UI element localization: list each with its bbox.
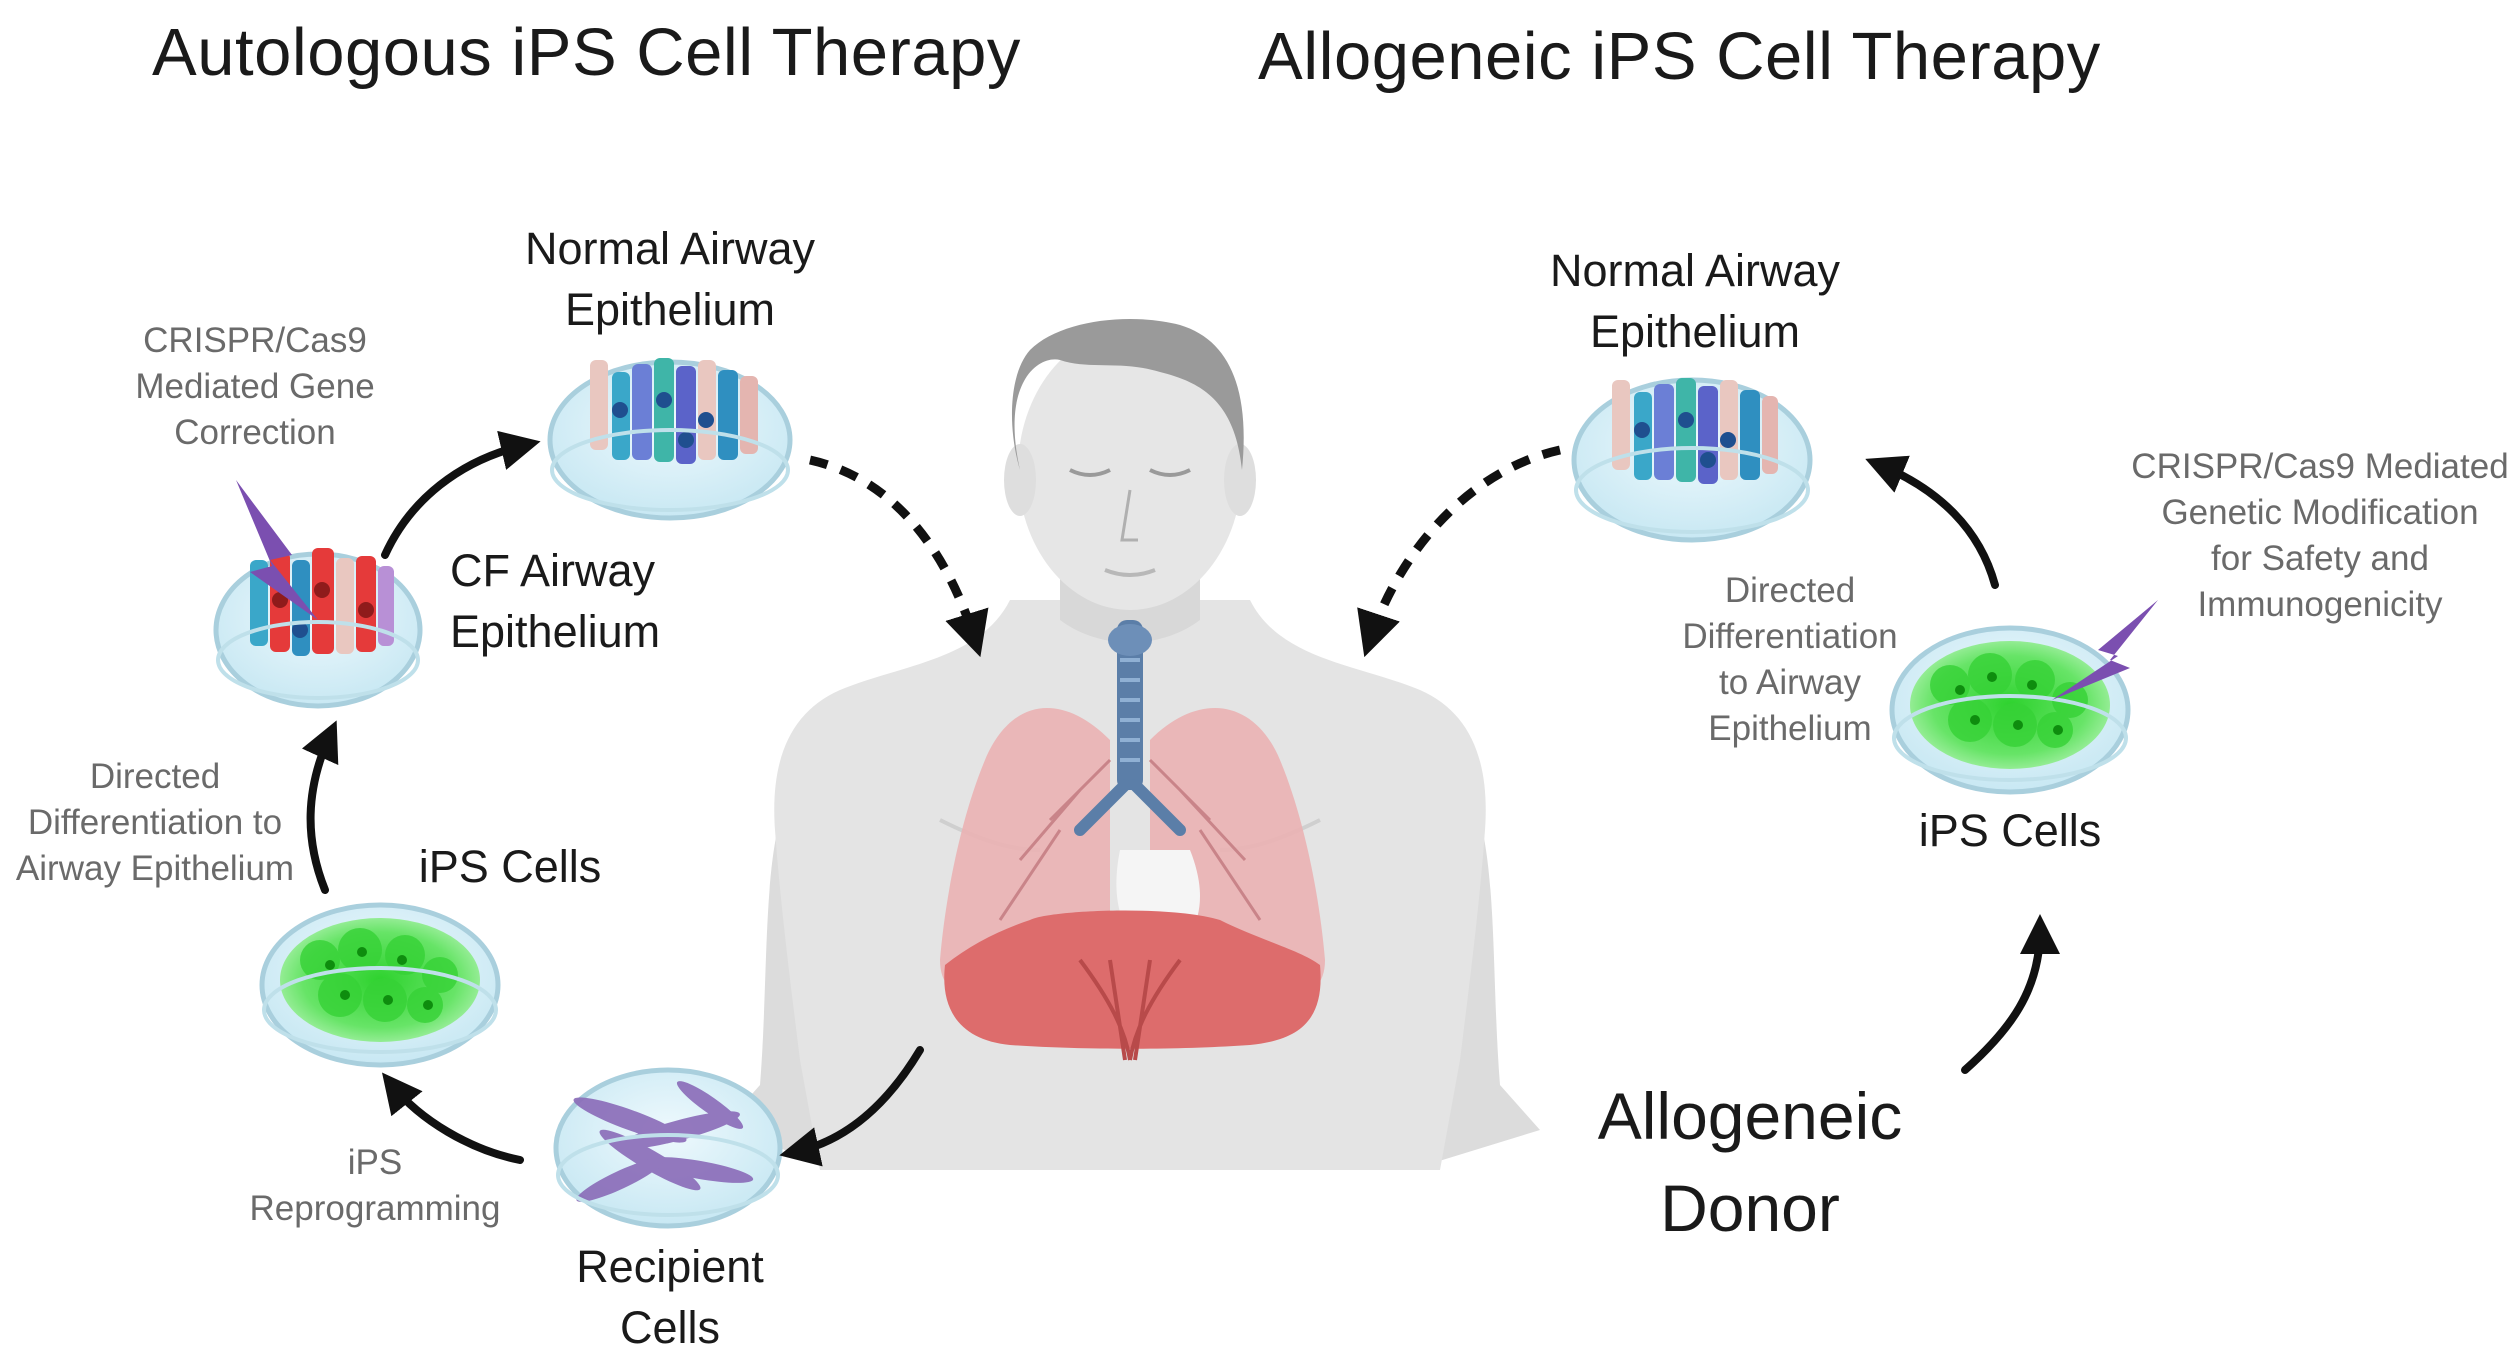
- lightning-icon: [2052, 600, 2158, 700]
- label-line: Allogeneic: [1597, 1079, 1903, 1153]
- arrow-ips-to-normal: [1865, 455, 1999, 589]
- note-line: Directed: [89, 757, 221, 796]
- note-line: CRISPR/Cas9: [143, 321, 367, 360]
- note-line: Directed: [1724, 571, 1856, 610]
- note-crispr-autologous: CRISPR/Cas9 Mediated Gene Correction: [110, 318, 400, 456]
- arrow-body-to-recipient: [779, 1046, 924, 1167]
- label-line: Cells: [619, 1302, 721, 1353]
- title-autologous: Autologous iPS Cell Therapy: [152, 15, 1021, 90]
- label-recipient-cells: Recipient Cells: [540, 1236, 800, 1358]
- label-line: Donor: [1660, 1171, 1840, 1245]
- note-line: Immunogenicity: [2197, 585, 2443, 624]
- dish-ips-cells-autologous: [259, 902, 501, 1068]
- label-line: Epithelium: [1589, 306, 1801, 357]
- note-directed-autologous: Directed Differentiation to Airway Epith…: [6, 754, 304, 892]
- arrow-ips-to-cf: [301, 720, 339, 894]
- note-line: Differentiation: [1682, 617, 1898, 656]
- arrow-cf-to-normal: [381, 430, 541, 559]
- note-line: Mediated Gene: [135, 367, 375, 406]
- trachea: [1074, 620, 1186, 836]
- label-line: Normal Airway: [1549, 245, 1841, 296]
- dish-normal-airway-allogeneic: [1571, 377, 1813, 543]
- arrow-normal-to-body-autologous: [809, 455, 989, 658]
- note-line: Epithelium: [1708, 709, 1872, 748]
- label-normal-airway-allogeneic: Normal Airway Epithelium: [1530, 240, 1860, 362]
- title-allogeneic: Allogeneic iPS Cell Therapy: [1258, 19, 2101, 94]
- label-cf-airway: CF Airway Epithelium: [450, 540, 700, 662]
- note-line: Genetic Modification: [2161, 493, 2479, 532]
- label-ips-cells-allogeneic: iPS Cells: [1918, 805, 2102, 856]
- diaphragm: [944, 910, 1321, 1061]
- label-ips-cells-autologous: iPS Cells: [418, 841, 602, 892]
- note-line: Reprogramming: [249, 1189, 501, 1228]
- note-line: CRISPR/Cas9 Mediated: [2131, 447, 2509, 486]
- note-directed-allogeneic: Directed Differentiation to Airway Epith…: [1665, 568, 1915, 752]
- airway-cells: [590, 358, 758, 464]
- label-allogeneic-donor: Allogeneic Donor: [1560, 1070, 1940, 1254]
- note-line: Differentiation to: [27, 803, 283, 842]
- note-crispr-allogeneic: CRISPR/Cas9 Mediated Genetic Modificatio…: [2130, 444, 2510, 628]
- lightning-icon: [236, 480, 318, 620]
- note-line: iPS: [347, 1143, 403, 1182]
- label-line: Epithelium: [564, 284, 776, 335]
- note-line: Airway Epithelium: [15, 849, 295, 888]
- arrow-normal-to-body-allogeneic: [1357, 445, 1561, 658]
- label-line: Recipient: [576, 1241, 764, 1292]
- label-line: CF Airway: [450, 545, 656, 596]
- note-line: for Safety and: [2211, 539, 2429, 578]
- label-line: Normal Airway: [524, 223, 816, 274]
- arrow-recipient-to-ips: [381, 1072, 524, 1164]
- label-line: Epithelium: [450, 606, 661, 657]
- note-line: to Airway: [1719, 663, 1861, 702]
- dish-cf-airway: [213, 548, 423, 709]
- arrow-donor-to-ips: [1961, 914, 2060, 1074]
- dish-normal-airway-autologous: [547, 358, 793, 521]
- label-normal-airway-autologous: Normal Airway Epithelium: [510, 218, 830, 340]
- note-line: Correction: [174, 413, 336, 452]
- dish-ips-cells-allogeneic: [1889, 625, 2131, 795]
- note-reprogramming: iPS Reprogramming: [230, 1140, 520, 1232]
- dish-recipient-cells: [553, 1067, 783, 1229]
